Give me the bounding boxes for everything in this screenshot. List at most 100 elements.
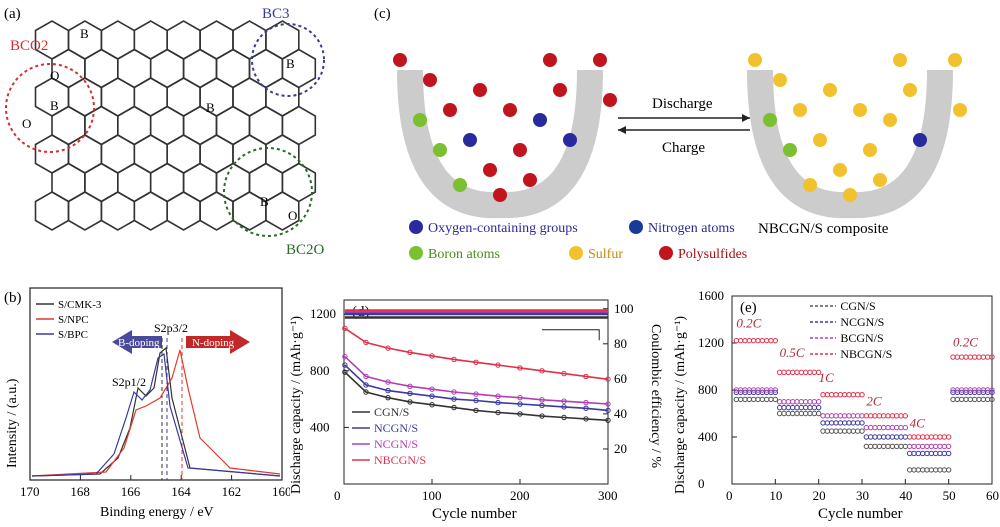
data-point: [824, 420, 831, 426]
data-point: [820, 392, 826, 398]
data-point: [915, 434, 922, 440]
data-point: [561, 370, 567, 377]
panel-e-label: (e): [740, 300, 757, 316]
data-point: [906, 467, 913, 473]
y-tick-label: 400: [310, 419, 330, 434]
data-point: [945, 467, 952, 473]
data-point: [451, 404, 457, 411]
legend-entry: NBCGN/S: [840, 347, 892, 361]
data-point: [776, 404, 783, 411]
data-point: [932, 443, 939, 450]
data-point: [763, 337, 770, 344]
data-point: [924, 450, 930, 457]
data-point: [737, 337, 744, 344]
data-point: [815, 404, 822, 411]
atom-dot: [453, 178, 467, 192]
atom-dot: [483, 163, 497, 177]
data-point: [785, 404, 792, 411]
data-point: [898, 443, 904, 450]
data-point: [802, 404, 809, 411]
atom-dot: [953, 103, 967, 117]
x-tick-label: 160: [272, 484, 290, 499]
data-point: [950, 396, 956, 403]
data-point: [828, 420, 835, 426]
data-point: [776, 399, 783, 405]
atom-dot: [873, 173, 887, 187]
data-point: [841, 420, 848, 426]
d-ylabel: Discharge capacity / (mAh·g⁻¹): [289, 316, 304, 494]
d-y2label: Coulombic efficiency / %: [648, 324, 663, 468]
hex-ring: [117, 105, 152, 146]
data-point: [755, 396, 761, 403]
data-point: [919, 434, 926, 440]
plot-frame: [29, 287, 283, 481]
data-point: [473, 397, 479, 404]
legend-entry: BCGN/S: [840, 331, 883, 345]
data-point: [928, 443, 935, 450]
data-point: [967, 396, 974, 403]
data-point: [880, 434, 887, 440]
atom-dot: [913, 133, 927, 147]
data-point: [854, 413, 861, 419]
atom-dot: [593, 53, 607, 67]
data-point: [385, 394, 391, 401]
data-point: [781, 410, 787, 417]
hex-ring: [34, 134, 70, 174]
hex-ring: [232, 134, 267, 174]
data-point: [385, 379, 391, 385]
data-point: [772, 389, 779, 396]
data-point: [980, 354, 987, 360]
data-point: [872, 413, 878, 419]
data-point: [815, 369, 822, 376]
data-point: [342, 362, 348, 368]
data-point: [937, 467, 943, 473]
data-point: [924, 434, 930, 440]
data-point: [429, 402, 435, 408]
data-point: [906, 450, 913, 457]
hex-ring: [100, 191, 136, 231]
data-point: [517, 411, 523, 417]
data-point: [971, 396, 978, 403]
data-point: [846, 392, 852, 398]
data-point: [906, 434, 913, 440]
hex-ring: [100, 77, 136, 117]
panel-c: (c) Discharge Charge Oxygen-containing g…: [370, 0, 1000, 270]
data-point: [854, 428, 861, 434]
data-point: [746, 396, 753, 403]
hex-ring: [166, 191, 201, 231]
data-point: [772, 396, 779, 403]
data-point: [932, 450, 939, 457]
x-tick-label: 30: [856, 488, 869, 503]
b-doping-arrow: [112, 330, 162, 354]
data-point: [539, 397, 545, 403]
data-point: [919, 443, 926, 450]
data-point: [880, 424, 887, 431]
data-point: [451, 389, 457, 395]
data-point: [919, 450, 926, 457]
legend-entry: Sulfur: [588, 247, 623, 262]
data-point: [867, 443, 874, 450]
data-point: [880, 443, 887, 450]
data-point: [876, 413, 883, 419]
hex-ring: [215, 105, 251, 146]
x-tick-label: 60: [986, 488, 999, 503]
data-point: [473, 359, 479, 365]
data-point: [539, 402, 545, 409]
x-tick-label: 100: [422, 488, 442, 503]
data-point: [495, 399, 501, 406]
rate-label: 0.2C: [736, 316, 761, 331]
rate-label: 0.2C: [953, 335, 978, 350]
data-point: [561, 398, 567, 404]
data-point: [789, 399, 796, 405]
data-point: [911, 443, 917, 450]
data-point: [841, 428, 848, 434]
hex-ring: [248, 105, 284, 146]
data-point: [820, 420, 826, 426]
hex-ring: [281, 105, 317, 146]
data-point: [583, 416, 589, 422]
data-point: [517, 365, 523, 371]
data-point: [833, 413, 839, 419]
